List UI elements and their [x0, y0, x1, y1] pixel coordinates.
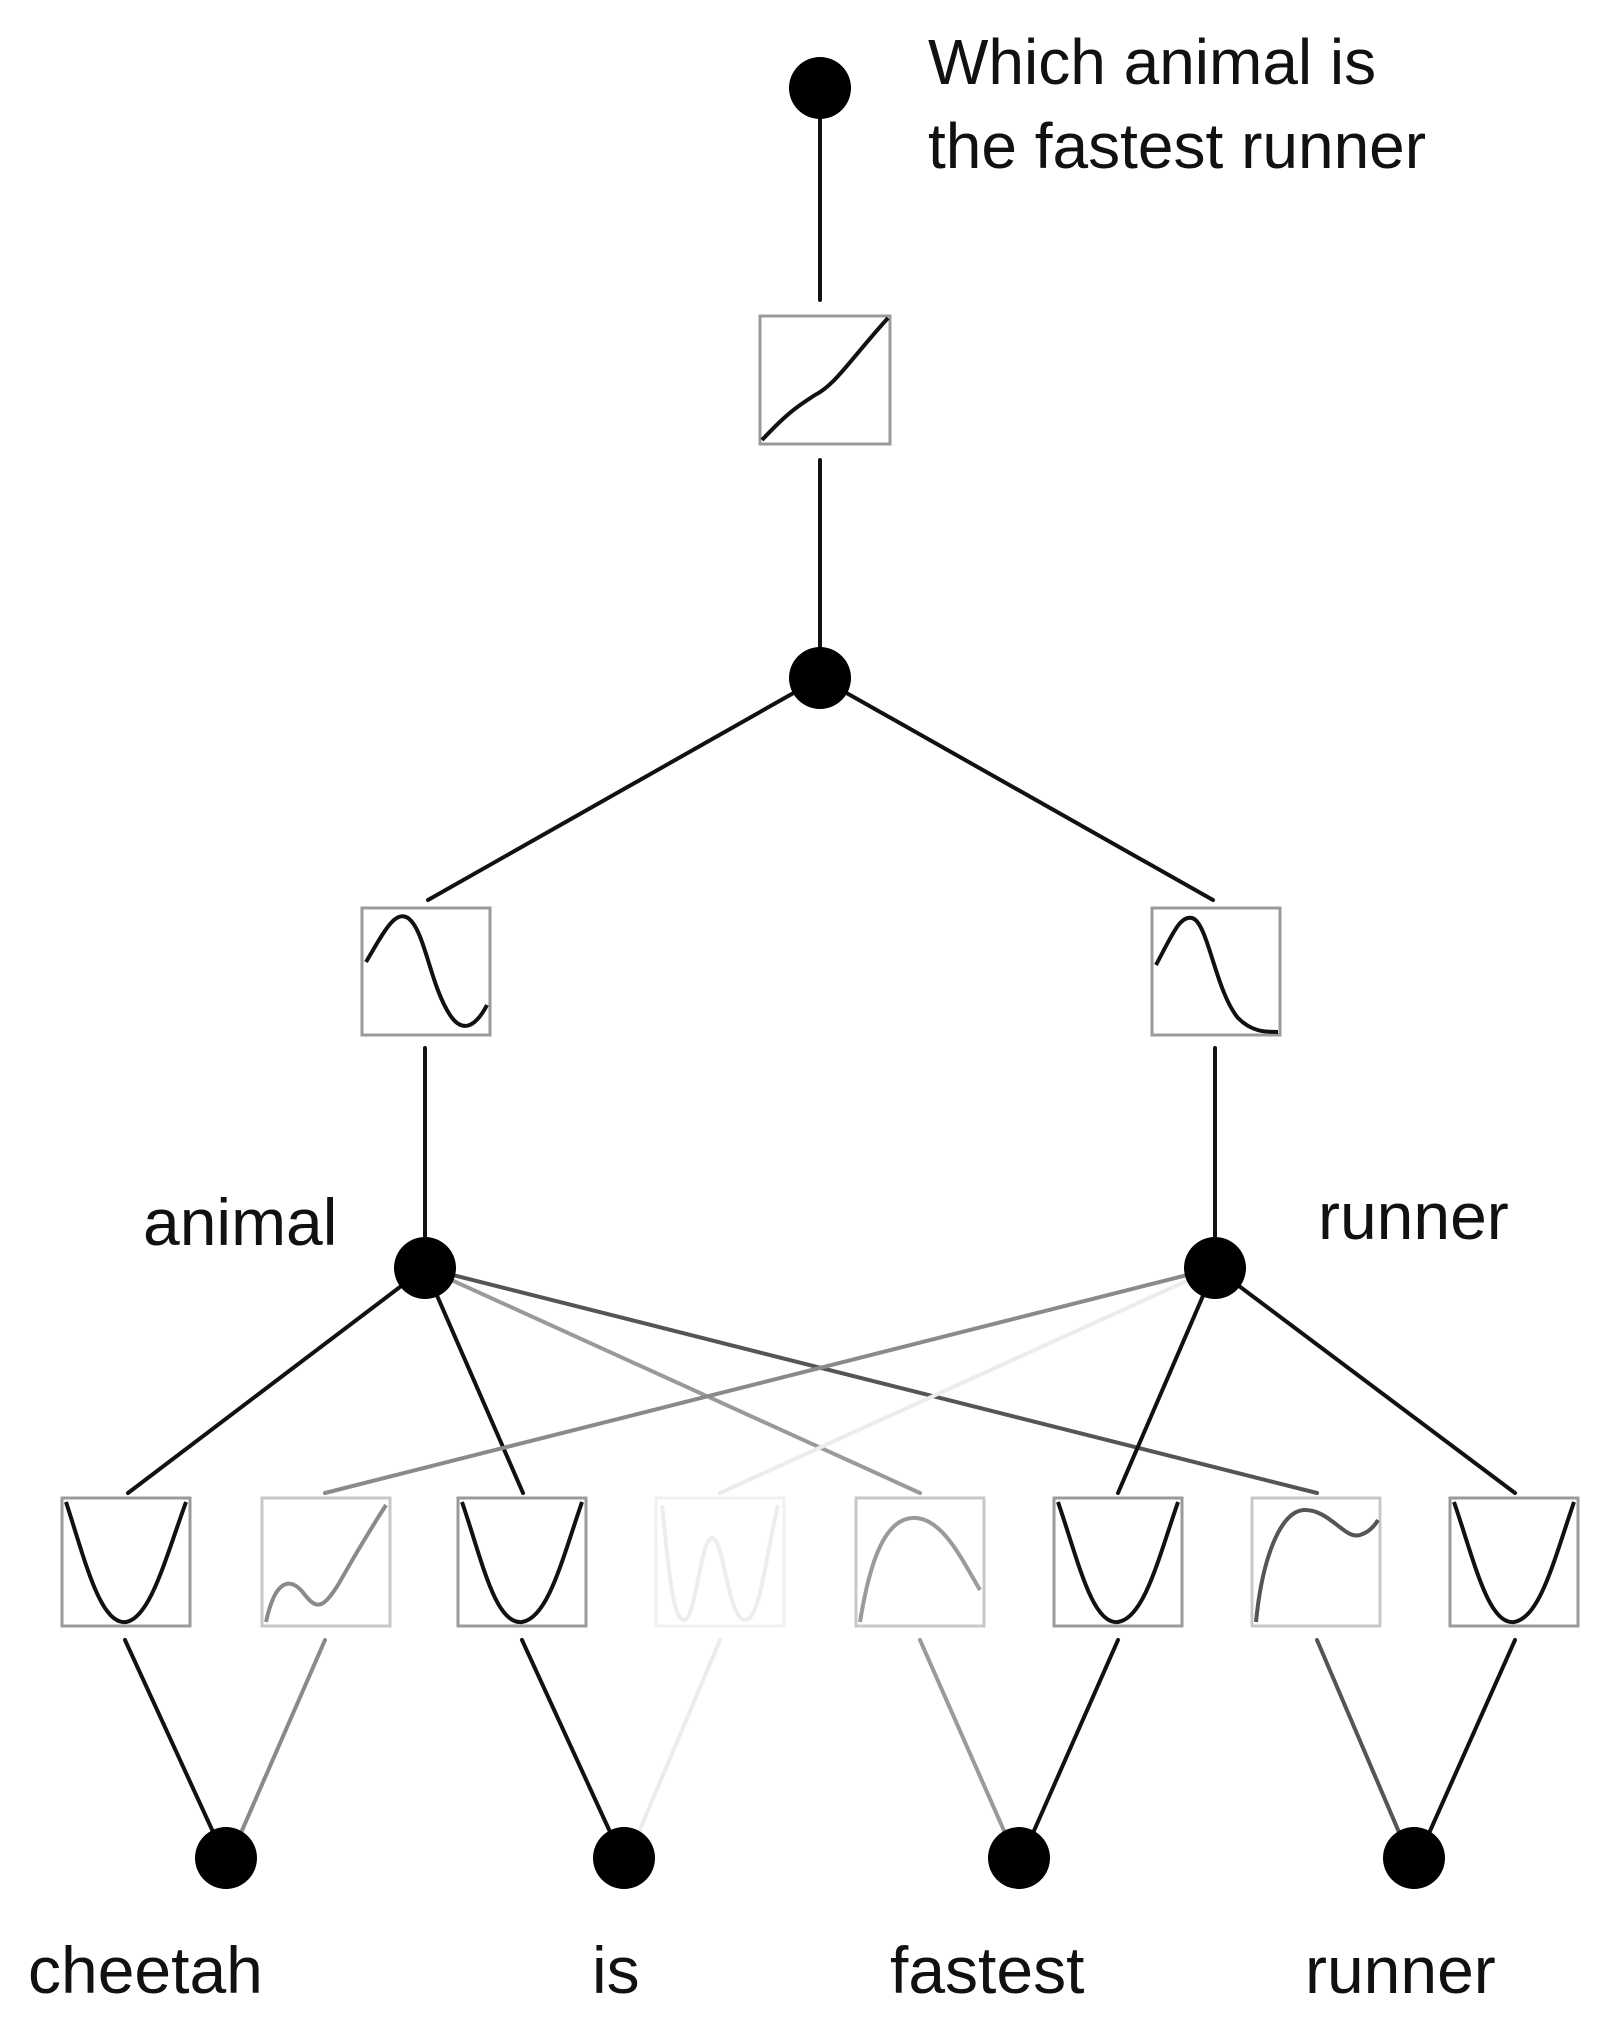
curve-icon — [64, 1501, 188, 1625]
node-root — [789, 57, 851, 119]
curve-icon — [364, 914, 489, 1028]
curve-icon — [660, 1504, 780, 1623]
node-runner-mid — [1184, 1237, 1246, 1299]
curve-icon — [1452, 1501, 1576, 1625]
edge-runner-box2 — [323, 1266, 1217, 1495]
edge-animal-box7 — [423, 1266, 1319, 1495]
function-box-4 — [654, 1496, 786, 1628]
function-box-1 — [60, 1496, 192, 1628]
curve-icon — [1254, 1507, 1380, 1623]
curve-icon — [1154, 915, 1279, 1034]
node-fastest — [988, 1827, 1050, 1889]
function-box-3 — [456, 1496, 588, 1628]
edge-box7-runner — [1315, 1638, 1412, 1860]
node-runner — [1383, 1827, 1445, 1889]
edge-mid-to-right-box — [818, 676, 1215, 902]
node-cheetah — [195, 1827, 257, 1889]
function-box-8 — [1448, 1496, 1580, 1628]
edge-box6-fastest — [1020, 1638, 1120, 1860]
node-label-animal: animal — [143, 1185, 338, 1259]
function-box-right — [1150, 906, 1282, 1037]
curve-icon — [858, 1515, 982, 1623]
leaf-label-fastest: fastest — [890, 1933, 1085, 2007]
leaf-label-cheetah: cheetah — [28, 1933, 263, 2007]
root-question-line1: Which animal is — [928, 26, 1377, 98]
edge-box2-cheetah — [228, 1638, 327, 1860]
nodes — [195, 57, 1445, 1889]
leaf-label-is: is — [592, 1933, 640, 2007]
node-is — [593, 1827, 655, 1889]
function-box-7 — [1250, 1496, 1382, 1628]
edge-runner-box8 — [1213, 1266, 1517, 1495]
function-box-6 — [1052, 1496, 1184, 1628]
edge-runner-box4 — [718, 1266, 1217, 1495]
curve-icon — [760, 316, 890, 442]
edge-box1-cheetah — [123, 1638, 227, 1860]
root-question-line2: the fastest runner — [928, 110, 1427, 182]
edge-mid-to-left-box — [426, 676, 822, 902]
curve-icon — [460, 1501, 584, 1625]
edges — [123, 86, 1517, 1860]
leaf-label-runner: runner — [1305, 1933, 1496, 2007]
root-question-label: Which animal is the fastest runner — [928, 20, 1568, 188]
edge-animal-box3 — [423, 1266, 525, 1495]
node-label-runner-mid: runner — [1318, 1179, 1509, 1253]
function-box-top — [758, 314, 892, 446]
function-box-2 — [260, 1496, 392, 1628]
node-mid — [789, 647, 851, 709]
edge-box3-is — [520, 1638, 624, 1860]
curve-icon — [1056, 1501, 1180, 1625]
edge-box5-fastest — [918, 1638, 1018, 1860]
edge-animal-box5 — [423, 1266, 922, 1495]
edge-box8-runner — [1416, 1638, 1517, 1860]
function-box-5 — [854, 1496, 986, 1628]
function-box-left — [360, 906, 492, 1037]
edge-box4-is — [626, 1638, 722, 1860]
curve-icon — [264, 1503, 388, 1623]
function-boxes — [60, 314, 1580, 1628]
node-animal — [394, 1237, 456, 1299]
edge-animal-box1 — [126, 1266, 427, 1495]
edge-runner-box6 — [1116, 1266, 1217, 1495]
